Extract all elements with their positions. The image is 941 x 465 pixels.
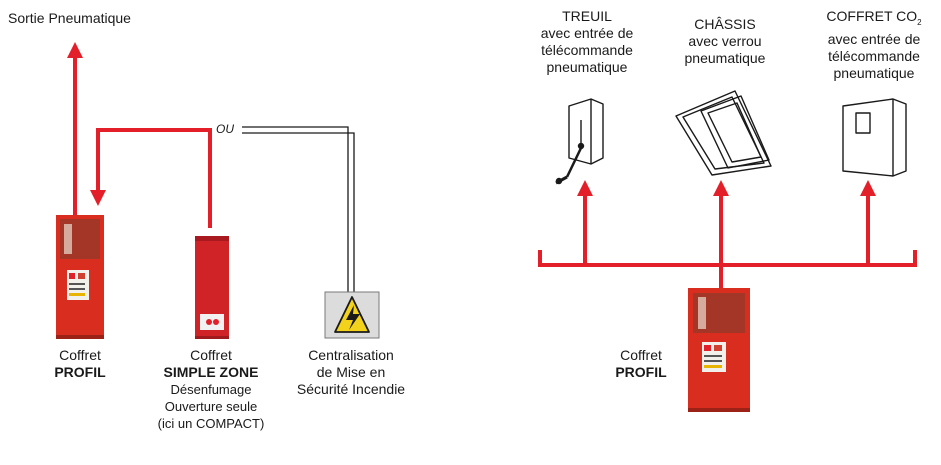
co2-line2: avec entrée de [827,30,921,47]
treuil-line2: avec entrée de [540,25,634,41]
co2-subscript: 2 [917,17,922,27]
simple-zone-line1: Coffret [190,347,232,363]
ou-double-line [242,126,355,292]
coffret-profil-left-label: Coffret PROFIL [45,347,115,381]
ou-label: OU [216,122,234,136]
simple-zone-line4: Ouverture seule [164,399,258,414]
coffret-profil-left [56,215,104,339]
treuil-line4: pneumatique [546,59,628,75]
coffret-profil-left-line2: PROFIL [54,364,106,380]
lightning-icon [346,305,360,330]
pneumatic-lines-left [67,42,212,228]
co2-line4: pneumatique [833,64,915,81]
coffret-simple-zone-label: Coffret SIMPLE ZONE Désenfumage Ouvertur… [152,347,270,432]
chassis-line3: pneumatique [684,50,766,66]
coffret-profil-right-line2: PROFIL [615,364,667,380]
co2-line3: télécommande [828,47,920,64]
pneumatic-lines-right [538,180,917,288]
chassis-icon [675,90,772,176]
co2-line1: COFFRET CO2 [815,8,933,31]
coffret-profil-right-label: Coffret PROFIL [606,347,676,381]
coffret-co2-label: COFFRET CO2 avec entrée de télécommande … [815,8,933,82]
treuil-label: TREUIL avec entrée de télécommande pneum… [528,8,646,76]
simple-zone-line5: (ici un COMPACT) [157,416,265,431]
centralisation-line2: de Mise en [316,364,386,380]
coffret-profil-right [688,288,750,412]
coffret-profil-right-line1: Coffret [620,347,662,363]
centralisation-line3: Sécurité Incendie [296,381,406,397]
treuil-line3: télécommande [541,42,633,58]
loop-line [90,128,212,228]
treuil-line1: TREUIL [562,8,612,24]
centralisation-label: Centralisation de Mise en Sécurité Incen… [286,347,416,398]
treuil-icon [555,98,604,185]
chassis-line2: avec verrou [688,33,762,49]
coffret-co2-icon [842,98,907,177]
centralisation-line1: Centralisation [308,347,394,363]
coffret-profil-left-line1: Coffret [59,347,101,363]
sortie-pneumatique-label: Sortie Pneumatique [8,10,131,26]
simple-zone-line3: Désenfumage [170,382,252,397]
centralisation-box [324,291,380,339]
co2-title: COFFRET CO [826,8,918,24]
chassis-line1: CHÂSSIS [694,16,756,32]
coffret-simple-zone [195,236,229,339]
simple-zone-line2: SIMPLE ZONE [163,364,259,380]
chassis-label: CHÂSSIS avec verrou pneumatique [670,16,780,67]
